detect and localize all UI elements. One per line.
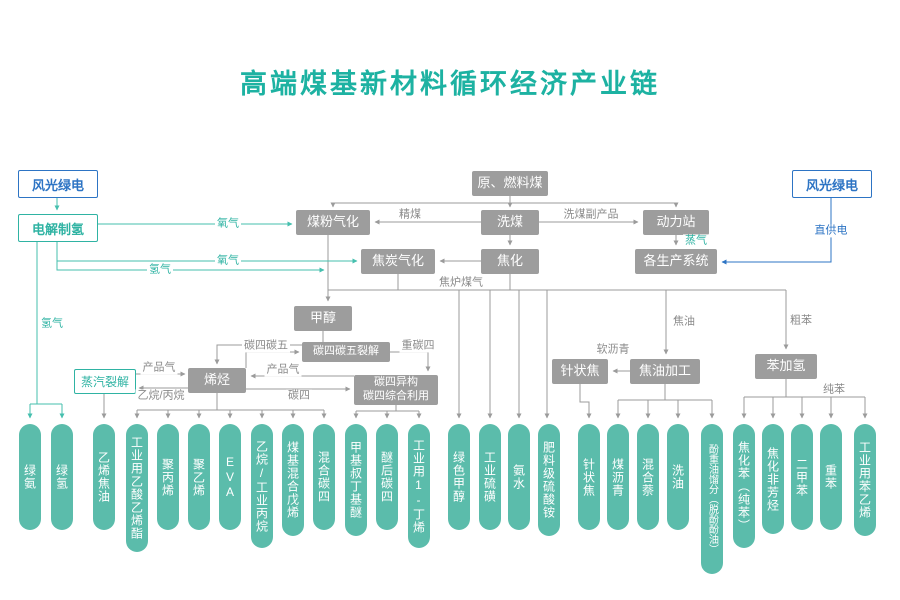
product-coking-benzene: 焦化苯（纯苯） <box>733 424 755 548</box>
product-mtbe: 甲基叔丁基醚 <box>345 424 367 536</box>
node-methanol: 甲醇 <box>294 306 352 331</box>
edge-label-oxygen-2: 氧气 <box>215 254 241 268</box>
node-coal-washing: 洗煤 <box>481 210 539 235</box>
edge-label-c4: 碳四 <box>286 389 312 403</box>
product-heavy-benzene: 重苯 <box>820 424 842 530</box>
edge-label-pure-benzene: 纯苯 <box>821 383 847 397</box>
node-steam-cracking: 蒸汽裂解 <box>74 369 136 394</box>
product-polypropylene: 聚丙烯 <box>157 424 179 530</box>
edge-label-direct-power: 直供电 <box>812 224 850 238</box>
edge-label-coke-oven-gas: 焦炉煤气 <box>437 276 485 290</box>
edge-label-product-gas-2: 产品气 <box>264 363 302 377</box>
edge-label-ethane-propane: 乙烷/丙烷 <box>135 389 187 403</box>
product-vinyl-acetate: 工业用乙酸乙烯酯 <box>126 424 148 552</box>
node-needle-coke: 针状焦 <box>552 359 608 384</box>
product-eva: EVA <box>219 424 241 530</box>
edge-label-hydrogen-2: 氢气 <box>39 317 65 331</box>
node-tar-processing: 焦油加工 <box>630 359 700 384</box>
product-polyethylene: 聚乙烯 <box>188 424 210 530</box>
edge-label-product-gas-1: 产品气 <box>140 361 178 375</box>
product-ammonia-water: 氨水 <box>508 424 530 530</box>
product-mixed-c4: 混合碳四 <box>313 424 335 530</box>
node-coal-powder-gasification: 煤粉气化 <box>296 210 370 235</box>
edge-label-washing-byproduct: 洗煤副产品 <box>561 208 621 222</box>
product-green-hydrogen: 绿氢 <box>51 424 73 530</box>
node-production-systems: 各生产系统 <box>635 249 717 274</box>
edge-label-oxygen-1: 氧气 <box>215 217 241 231</box>
edge-label-refined-coal: 精煤 <box>397 208 423 222</box>
node-olefins: 烯烃 <box>188 368 246 393</box>
diagram-title: 高端煤基新材料循环经济产业链 <box>240 69 660 99</box>
product-ethylene-tar: 乙烯焦油 <box>93 424 115 530</box>
product-xylene: 二甲苯 <box>791 424 813 530</box>
edge-label-tar: 焦油 <box>671 315 697 329</box>
edge-label-steam: 蒸气 <box>683 234 709 248</box>
node-coke-gasification: 焦炭气化 <box>361 249 435 274</box>
edge-label-heavy-c4: 重碳四 <box>399 339 437 353</box>
product-phenol-oil-fraction: 酚重油馏分（脱酚酚油） <box>701 424 723 574</box>
node-c4c5-cracking: 碳四碳五裂解 <box>302 342 390 362</box>
node-benzene-hydrogenation: 苯加氢 <box>755 354 817 379</box>
product-mixed-naphthalene: 混合萘 <box>637 424 659 530</box>
product-coal-mixed-pentene: 煤基混合戊烯 <box>282 424 304 536</box>
product-post-ether-c4: 醚后碳四 <box>376 424 398 530</box>
product-industrial-styrene: 工业用苯乙烯 <box>854 424 876 536</box>
edge-label-hydrogen-1: 氢气 <box>147 263 173 277</box>
node-electrolysis-hydrogen: 电解制氢 <box>18 214 98 242</box>
product-wash-oil: 洗油 <box>667 424 689 530</box>
product-green-ammonia: 绿氨 <box>19 424 41 530</box>
node-power-station: 动力站 <box>643 210 709 235</box>
node-coking: 焦化 <box>481 249 539 274</box>
product-ammonium-sulfate: 肥料级硫酸铵 <box>538 424 560 536</box>
product-industrial-sulfur: 工业硫磺 <box>479 424 501 530</box>
edge-label-c4c5: 碳四碳五 <box>242 339 290 353</box>
edge-label-crude-benzene: 粗苯 <box>788 314 814 328</box>
product-needle-coke: 针状焦 <box>578 424 600 530</box>
product-green-methanol: 绿色甲醇 <box>448 424 470 530</box>
product-industrial-1-butene: 工业用1-丁烯 <box>408 424 430 548</box>
node-wind-solar-power-right: 风光绿电 <box>792 170 872 198</box>
node-raw-fuel-coal: 原、燃料煤 <box>472 171 548 196</box>
edge-label-soft-pitch: 软沥青 <box>594 343 632 357</box>
product-coal-pitch: 煤沥青 <box>607 424 629 530</box>
product-coking-non-aromatics: 焦化非芳烃 <box>762 424 784 534</box>
node-wind-solar-power-left: 风光绿电 <box>18 170 98 198</box>
product-ethane-industrial-propane: 乙烷/工业丙烷 <box>251 424 273 548</box>
node-c4-isomer-utilization: 碳四异构 碳四综合利用 <box>354 375 438 405</box>
